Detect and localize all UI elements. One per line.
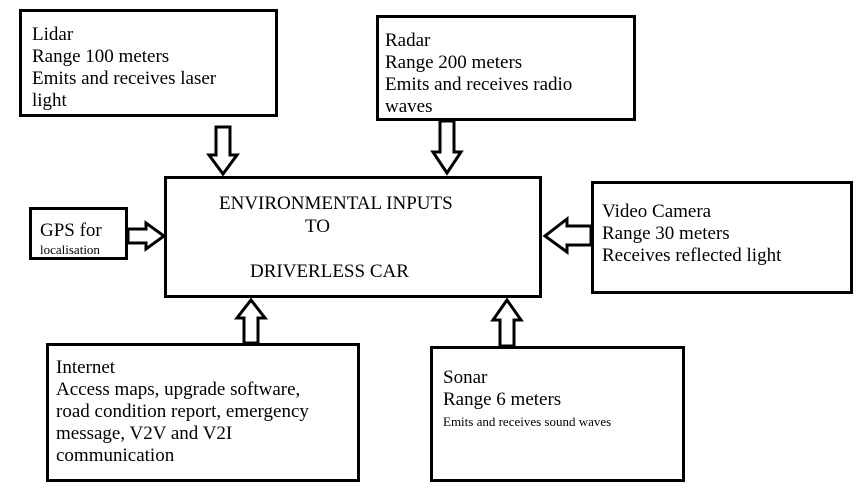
sonar-title: Sonar (443, 367, 488, 388)
radar-range: Range 200 meters (385, 52, 523, 73)
lidar-title: Lidar (32, 24, 74, 45)
internet-title: Internet (56, 357, 116, 378)
radar-desc-line1: Emits and receives radio (385, 74, 573, 95)
gps-arrow (126, 220, 167, 252)
center-line3: DRIVERLESS CAR (250, 261, 409, 282)
internet-line1: Access maps, upgrade software, (56, 379, 301, 400)
video-camera-box: Video Camera Range 30 meters Receives re… (591, 181, 853, 294)
gps-box: GPS for localisation (29, 207, 128, 260)
radar-desc-line2: waves (385, 96, 433, 117)
video-range: Range 30 meters (602, 223, 730, 244)
center-line1: ENVIRONMENTAL INPUTS (219, 193, 453, 214)
lidar-arrow (206, 125, 240, 177)
internet-line2: road condition report, emergency (56, 401, 309, 422)
internet-line4: communication (56, 445, 175, 466)
internet-line3: message, V2V and V2I (56, 423, 233, 444)
sonar-range: Range 6 meters (443, 389, 562, 410)
lidar-desc-line1: Emits and receives laser (32, 68, 217, 89)
center-box: ENVIRONMENTAL INPUTS TO DRIVERLESS CAR (164, 176, 542, 298)
video-arrow (542, 215, 593, 255)
video-title: Video Camera (602, 201, 712, 222)
radar-box: Radar Range 200 meters Emits and receive… (376, 15, 636, 121)
lidar-box: Lidar Range 100 meters Emits and receive… (19, 9, 278, 117)
internet-box: Internet Access maps, upgrade software, … (46, 343, 360, 482)
lidar-range: Range 100 meters (32, 46, 170, 67)
center-line2: TO (305, 216, 330, 237)
video-desc: Receives reflected light (602, 245, 782, 266)
radar-title: Radar (385, 30, 431, 51)
internet-arrow (233, 297, 269, 345)
lidar-desc-line2: light (32, 90, 67, 111)
radar-arrow (430, 119, 464, 176)
sonar-arrow (490, 297, 524, 348)
sonar-desc: Emits and receives sound waves (443, 414, 612, 429)
gps-title: GPS for (40, 220, 102, 241)
sonar-box: Sonar Range 6 meters Emits and receives … (430, 346, 685, 482)
gps-subtitle: localisation (40, 242, 100, 257)
